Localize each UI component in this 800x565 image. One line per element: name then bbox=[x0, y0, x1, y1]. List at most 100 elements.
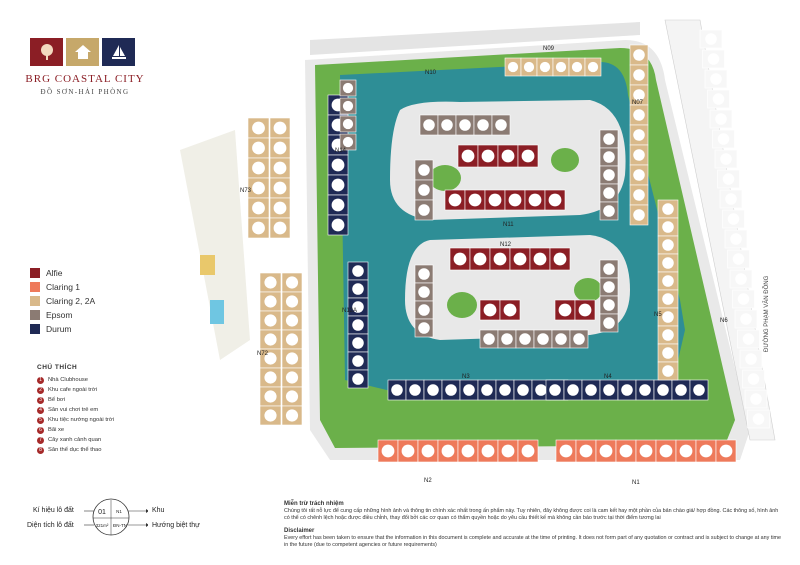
disclaimer-vn-text: Chúng tôi rất nỗ lực để cung cấp những h… bbox=[284, 508, 779, 521]
plot-marker bbox=[488, 193, 502, 207]
plot-marker bbox=[285, 352, 299, 365]
plot-marker bbox=[252, 201, 265, 215]
plot-marker bbox=[732, 253, 745, 265]
plot-marker bbox=[448, 193, 462, 207]
plot-marker bbox=[662, 257, 674, 269]
plot-marker bbox=[693, 384, 705, 396]
disclaimer-en: Disclaimer Every effort has been taken t… bbox=[284, 528, 784, 549]
plot-marker bbox=[707, 53, 720, 65]
direction-key-label: Hướng biệt thự bbox=[152, 522, 200, 529]
plot-marker bbox=[633, 129, 645, 141]
plot-marker bbox=[264, 333, 277, 346]
plot-marker bbox=[719, 444, 733, 458]
plot-marker bbox=[273, 181, 287, 195]
plot-marker bbox=[513, 252, 527, 266]
sample-direction: ĐN-TN bbox=[113, 523, 127, 528]
plot-marker bbox=[495, 119, 507, 131]
clubhouse-building bbox=[200, 255, 215, 275]
plot-marker bbox=[418, 268, 430, 280]
plot-marker bbox=[603, 187, 615, 199]
brand-subtitle: ĐỒ SƠN-HẢI PHÒNG bbox=[40, 88, 130, 96]
plot-area-label: Diện tích lô đất bbox=[27, 522, 74, 529]
plot-marker bbox=[501, 333, 513, 345]
plot-marker bbox=[285, 314, 299, 327]
plot-marker bbox=[273, 221, 287, 235]
plot-marker bbox=[331, 198, 345, 212]
plot-marker bbox=[725, 193, 737, 205]
zone-label-n72: N72 bbox=[257, 351, 269, 357]
plot-marker bbox=[737, 293, 750, 305]
zone-label-n3: N3 bbox=[462, 374, 470, 380]
legend-item-claring-2: Claring 2, 2A bbox=[30, 294, 140, 307]
plot-marker bbox=[735, 273, 747, 285]
plot-marker bbox=[722, 173, 735, 185]
plot-marker bbox=[747, 373, 760, 385]
plot-marker bbox=[401, 444, 415, 458]
plot-marker bbox=[675, 384, 687, 396]
plot-marker bbox=[461, 444, 475, 458]
plot-marker bbox=[585, 384, 597, 396]
plot-marker bbox=[679, 444, 693, 458]
plot-marker bbox=[621, 384, 633, 396]
plot-marker bbox=[352, 301, 364, 313]
zone-label-n1: N1 bbox=[632, 480, 640, 486]
plot-marker bbox=[342, 82, 354, 94]
villa-type-legend: Alfie Claring 1 Claring 2, 2A Epsom Duru… bbox=[30, 266, 140, 336]
zone-label-n12a: N12A bbox=[342, 308, 357, 314]
legend-item-alfie: Alfie bbox=[30, 266, 140, 279]
plot-marker bbox=[285, 371, 299, 384]
plot-marker bbox=[619, 444, 633, 458]
plot-marker bbox=[603, 169, 615, 181]
plot-marker bbox=[752, 413, 765, 425]
plot-marker bbox=[252, 221, 265, 235]
plot-marker bbox=[501, 149, 515, 163]
plot-marker bbox=[517, 384, 529, 396]
house-icon bbox=[66, 38, 99, 66]
plot-marker bbox=[571, 61, 583, 73]
plot-marker bbox=[633, 89, 645, 101]
plot-marker bbox=[499, 384, 511, 396]
zone-label-n2: N2 bbox=[424, 478, 432, 484]
plot-marker bbox=[745, 353, 757, 365]
plot-marker bbox=[662, 275, 674, 287]
disclaimer-vn: Miễn trừ trách nhiệm Chúng tôi rất nỗ lự… bbox=[284, 501, 784, 522]
clubhouse-area bbox=[180, 130, 250, 360]
plot-marker bbox=[418, 286, 430, 298]
plot-marker bbox=[715, 113, 727, 125]
plot-marker bbox=[409, 384, 421, 396]
zone-label-n07: N07 bbox=[632, 100, 644, 106]
plot-marker bbox=[441, 119, 453, 131]
plot-marker bbox=[342, 100, 354, 112]
plot-marker bbox=[468, 193, 482, 207]
plot-marker bbox=[662, 239, 674, 251]
plot-marker bbox=[264, 314, 277, 327]
plot-marker bbox=[633, 69, 645, 81]
zone-label-n12: N12 bbox=[500, 242, 512, 248]
plot-marker bbox=[285, 390, 299, 403]
legend-item-claring-1: Claring 1 bbox=[30, 280, 140, 293]
plot-marker bbox=[445, 384, 457, 396]
plot-marker bbox=[331, 158, 345, 172]
plot-marker bbox=[418, 204, 430, 216]
green-roundabout bbox=[574, 278, 602, 302]
plot-marker bbox=[633, 209, 645, 221]
plot-marker bbox=[548, 193, 562, 207]
plot-key-diagram: 01 N1 321m² ĐN-TN bbox=[84, 498, 148, 536]
plot-marker bbox=[750, 393, 762, 405]
plot-marker bbox=[567, 384, 579, 396]
plot-marker bbox=[421, 444, 435, 458]
sailboat-icon bbox=[102, 38, 135, 66]
plot-marker bbox=[578, 303, 592, 317]
plot-marker bbox=[603, 317, 615, 329]
plot-marker bbox=[727, 213, 740, 225]
disclaimer-vn-title: Miễn trừ trách nhiệm bbox=[284, 501, 344, 507]
plot-marker bbox=[481, 149, 495, 163]
brand-name: BRG COASTAL CITY bbox=[25, 73, 145, 85]
